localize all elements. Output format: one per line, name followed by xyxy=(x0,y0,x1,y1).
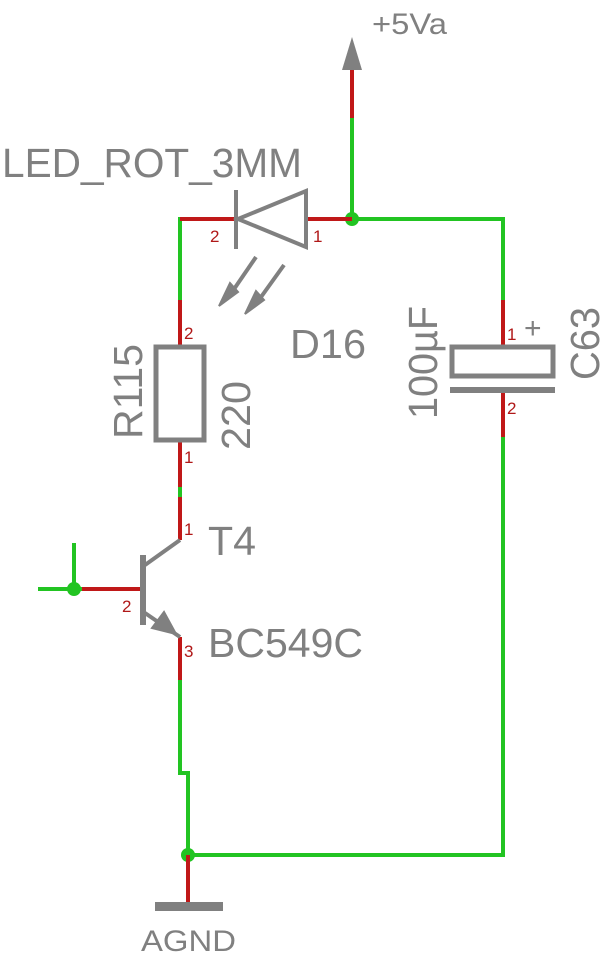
supply-label: +5Va xyxy=(372,8,447,41)
capacitor-polarity-mark: + xyxy=(524,312,542,345)
transistor-pin-emitter: 3 xyxy=(184,642,193,661)
resistor-pin-bottom: 1 xyxy=(184,448,193,467)
wires xyxy=(38,116,505,857)
resistor-value-label: 220 xyxy=(213,381,259,450)
led-icon xyxy=(218,188,308,315)
npn-transistor-icon xyxy=(140,538,182,639)
capacitor-pin-bottom: 2 xyxy=(507,399,516,418)
transistor-ref-label: T4 xyxy=(208,518,256,564)
wire-supply-right xyxy=(350,116,505,302)
transistor-pin-base: 2 xyxy=(122,597,131,616)
junction-base xyxy=(67,582,81,596)
polarized-capacitor-icon xyxy=(449,344,556,393)
led-pin-anode: 2 xyxy=(210,227,219,246)
resistor-pin-top: 2 xyxy=(184,324,193,343)
pin-leads xyxy=(82,70,505,902)
transistor-value-label: BC549C xyxy=(208,620,363,666)
supply-arrow-icon xyxy=(342,37,362,70)
resistor-icon xyxy=(153,344,207,443)
ground-bar-icon xyxy=(155,902,223,911)
capacitor-ref-label: C63 xyxy=(562,307,608,380)
capacitor-value-label: 100µF xyxy=(400,306,446,419)
transistor-pin-collector: 1 xyxy=(184,520,193,539)
ground-label: AGND xyxy=(141,925,236,958)
led-pin-cathode: 1 xyxy=(313,227,322,246)
capacitor-pin-top: 1 xyxy=(507,325,516,344)
resistor-ref-label: R115 xyxy=(105,344,151,439)
wire-cap-to-ground xyxy=(186,435,505,857)
wire-emitter-to-ground xyxy=(178,678,190,857)
led-ref-label: D16 xyxy=(290,321,366,367)
led-value-label: LED_ROT_3MM xyxy=(2,140,302,186)
